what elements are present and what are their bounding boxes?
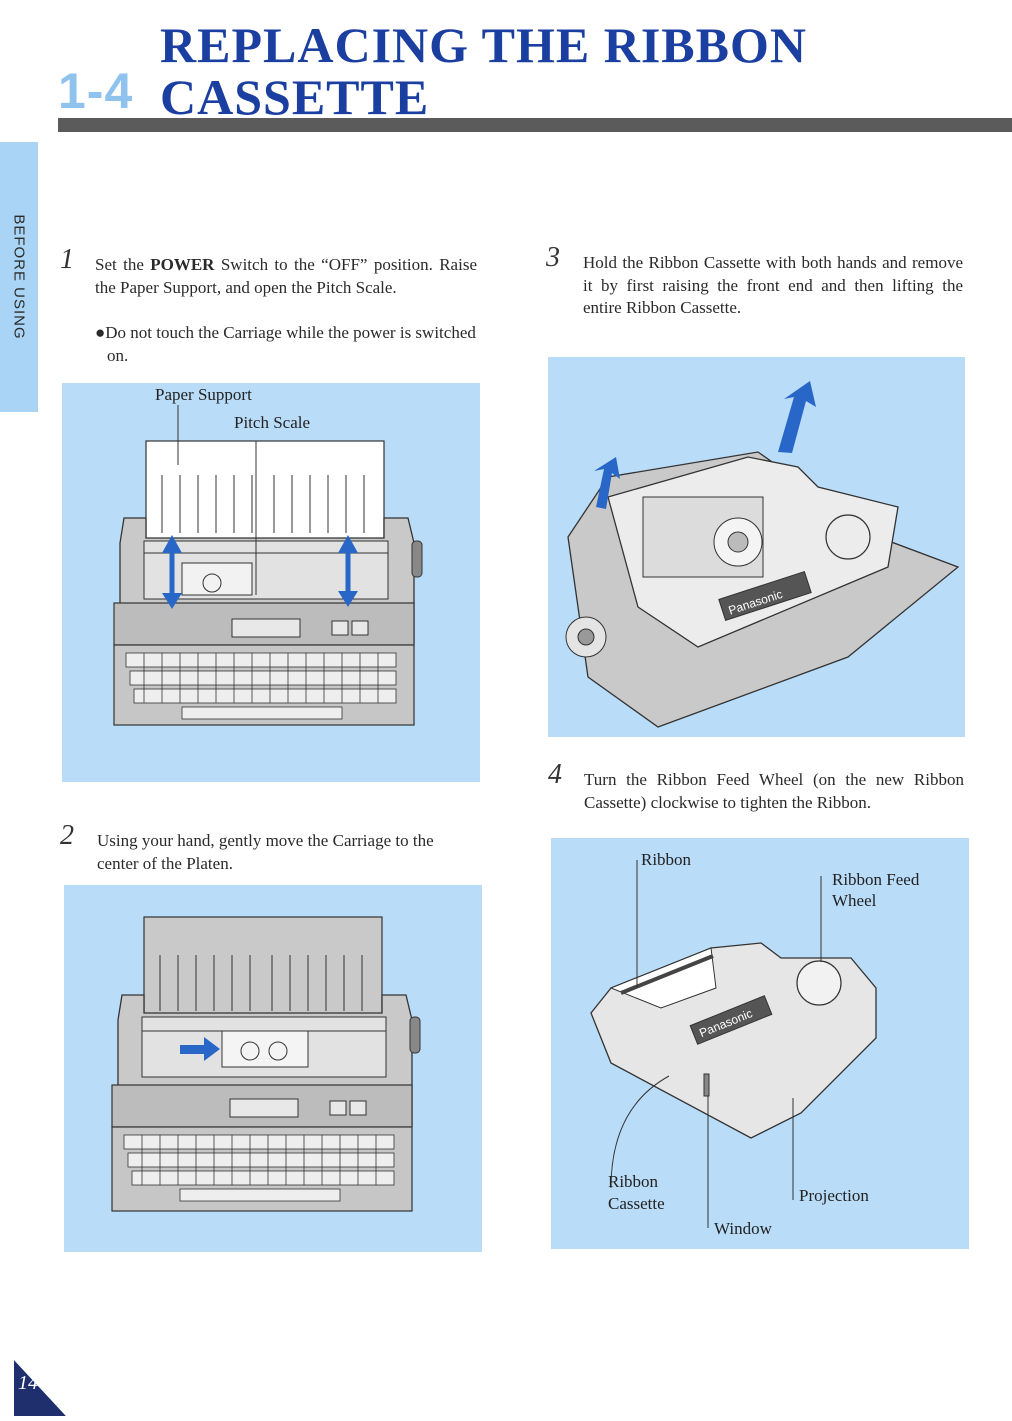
label-ribbon-feed-wheel-1: Ribbon Feed	[832, 870, 920, 889]
figure-2-typewriter-carriage	[64, 885, 482, 1252]
page-badge-shape	[14, 1360, 66, 1416]
label-window: Window	[714, 1219, 772, 1238]
step-1-number: 1	[60, 244, 74, 275]
typewriter-illustration-1	[113, 405, 423, 726]
step-4-number: 4	[548, 759, 562, 790]
label-pitch-scale: Pitch Scale	[234, 413, 311, 432]
step-3-number: 3	[546, 242, 560, 273]
step-1-text: Set the POWER Switch to the “OFF” positi…	[95, 254, 477, 299]
label-ribbon-cassette-2: Cassette	[608, 1194, 665, 1213]
section-number: 1-4	[58, 63, 134, 119]
step-4-text: Turn the Ribbon Feed Wheel (on the new R…	[584, 770, 964, 812]
ribbon-cassette-illustration: Panasonic	[590, 860, 877, 1228]
cassette-removal-illustration: Panasonic	[565, 381, 960, 728]
step-1-note: ●Do not touch the Carriage while the pow…	[95, 323, 476, 365]
side-tab: BEFORE USING	[0, 142, 38, 412]
page-number: 14	[18, 1372, 38, 1394]
page-title-line1: REPLACING THE RIBBON	[160, 17, 807, 73]
page-title-line2: CASSETTE	[160, 69, 430, 125]
typewriter-illustration-2	[111, 916, 421, 1212]
label-ribbon: Ribbon	[641, 850, 692, 869]
step-3-text: Hold the Ribbon Cassette with both hands…	[583, 253, 963, 317]
step-2-text: Using your hand, gently move the Carriag…	[97, 831, 434, 873]
side-tab-label: BEFORE USING	[10, 214, 28, 340]
step-1-text-b: Switch to the “OFF” position. Raise the …	[95, 255, 477, 297]
header-rule	[58, 118, 1012, 132]
label-ribbon-feed-wheel-2: Wheel	[832, 891, 877, 910]
step-1-text-bold: POWER	[150, 255, 215, 274]
figure-3-remove-cassette: Panasonic	[548, 357, 965, 737]
label-projection: Projection	[799, 1186, 869, 1205]
figure-4-new-cassette: Panasonic Ribbon Ribbon Feed Wheel Ribbo…	[551, 838, 969, 1249]
step-1-text-a: Set the	[95, 255, 151, 274]
page-number-badge: 14	[14, 1360, 66, 1416]
label-ribbon-cassette-1: Ribbon	[608, 1172, 659, 1191]
step-2-number: 2	[60, 820, 74, 851]
figure-1-typewriter-open: Paper Support Pitch Scale	[62, 383, 480, 782]
label-paper-support: Paper Support	[155, 385, 252, 404]
